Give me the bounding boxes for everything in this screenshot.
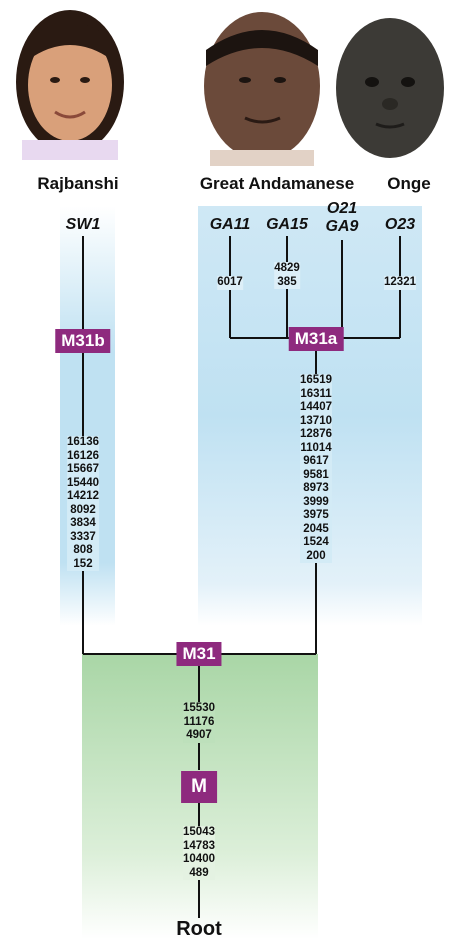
leaf-sw1: SW1 (65, 216, 101, 233)
mutation-m31a-4: 12876 (300, 428, 332, 440)
mutation-m31a-13: 200 (306, 549, 326, 562)
leaf-ga11: GA11 (209, 216, 251, 233)
rajbanshi-photo (16, 10, 124, 160)
mutation-m31a-1: 16311 (300, 387, 332, 400)
leaf-ga9: GA9 (325, 218, 359, 235)
node-m: M (181, 771, 217, 803)
mutation-m31a-6: 9617 (303, 455, 329, 467)
mutation-m31a-11: 2045 (303, 522, 329, 535)
node-m31a: M31a (288, 327, 344, 351)
mutation-m31a-8: 8973 (303, 482, 329, 494)
mutation-m31a-12: 1524 (303, 536, 329, 548)
leaf-ga15: GA15 (266, 216, 308, 233)
population-label-rajbanshi: Rajbanshi (37, 174, 119, 193)
mutation-m31b-3: 15440 (67, 476, 99, 489)
mutation-ga15-0: 4829 (274, 262, 300, 274)
mutation-o23-0: 12321 (384, 276, 416, 288)
leaf-o23: O23 (384, 216, 416, 233)
mutation-ga11-0: 6017 (217, 276, 243, 288)
mutation-m31b-0: 16136 (67, 436, 99, 448)
mutation-m31b-2: 15667 (67, 463, 99, 475)
great-andamanese-photo (204, 12, 320, 166)
mutation-m-3: 489 (189, 866, 209, 879)
mutation-m31a-5: 11014 (300, 441, 332, 454)
population-label-great-andamanese: Great Andamanese (199, 174, 355, 193)
mutation-m31a-10: 3975 (303, 509, 329, 521)
mutation-m-0: 15043 (183, 826, 215, 838)
node-m31: M31 (176, 642, 222, 666)
onge-photo (336, 18, 444, 158)
mutation-ga15-1: 385 (277, 275, 297, 288)
mutation-m-2: 10400 (183, 853, 215, 865)
mutation-m31a-9: 3999 (303, 495, 329, 508)
mutation-m31a-7: 9581 (303, 468, 329, 481)
mutation-m31b-1: 16126 (67, 449, 99, 462)
mutation-list-o23: 12321 (384, 276, 416, 290)
leaf-o21: O21 (326, 200, 358, 217)
mutation-m31a-0: 16519 (300, 374, 332, 386)
mutation-m31b-7: 3337 (70, 530, 96, 543)
mutation-list-ga11: 6017 (217, 276, 243, 290)
mutation-m31-0: 15530 (183, 702, 215, 714)
mutation-m31b-9: 152 (73, 557, 93, 570)
mutation-m31b-5: 8092 (70, 503, 96, 516)
mutation-m31b-6: 3834 (70, 517, 96, 529)
leaf-o21-ga9: O21 GA9 (326, 200, 359, 236)
mutation-m-1: 14783 (183, 839, 215, 852)
population-label-onge: Onge (387, 174, 431, 193)
mutation-m31-1: 11176 (183, 715, 215, 728)
mutation-m31b-4: 14212 (67, 490, 99, 502)
mutation-m31b-8: 808 (73, 544, 93, 556)
mutation-m31a-2: 14407 (300, 401, 332, 413)
root-label: Root (176, 918, 222, 940)
mutation-m31a-3: 13710 (300, 414, 332, 427)
mutation-m31-2: 4907 (186, 729, 212, 741)
node-m31b: M31b (55, 329, 111, 353)
